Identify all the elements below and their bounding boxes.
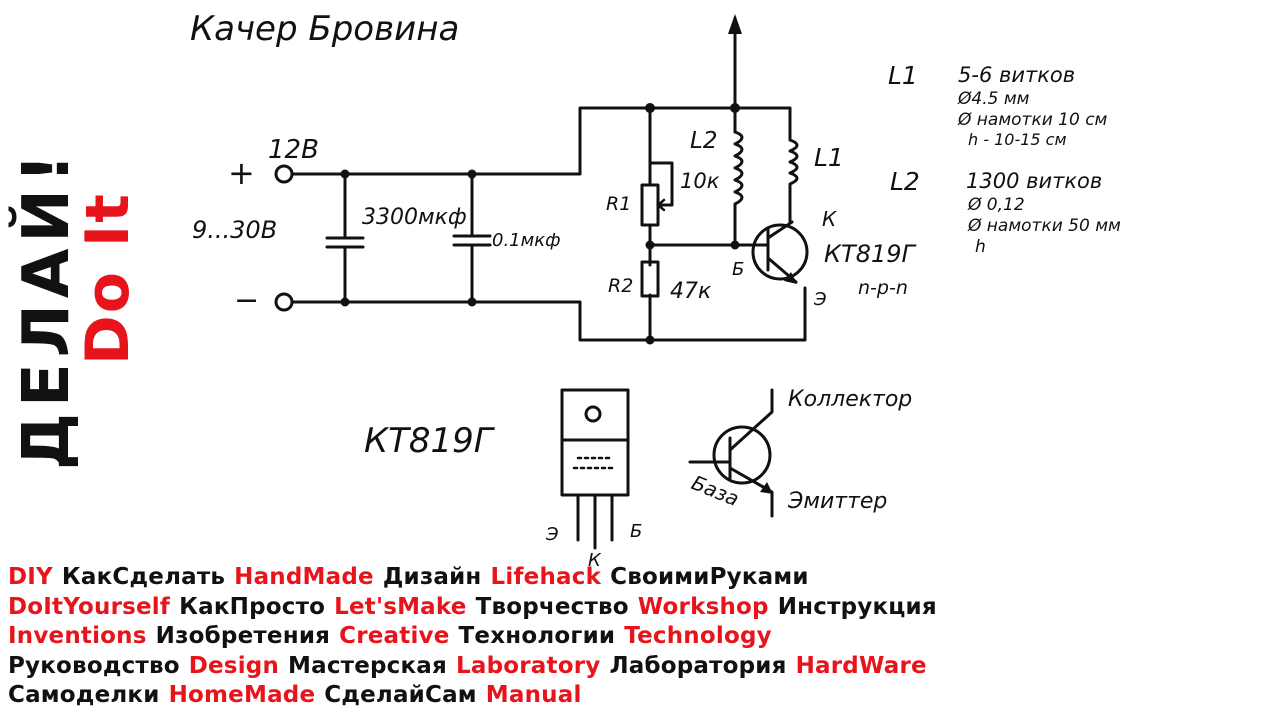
l1-spec: L1 5-6 витков Ø4.5 мм Ø намотки 10 см h … [888,61,1108,149]
tag-line: Руководство Design Мастерская Laboratory Лаб… [8,652,1278,682]
pinout-collector-label: Коллектор [788,387,912,412]
r1-value: 10к [680,169,720,193]
l2-spec-line1: 1300 витков [966,169,1102,193]
r2-value: 47к [670,279,712,304]
diagram-title: Качер Бровина [190,9,459,49]
pinout-emitter-label: Эмиттер [787,489,887,514]
tag-line: DIY КакСделать HandMade Дизайн Lifehack Своим… [8,563,1278,593]
tag-item: HomeMade [168,682,316,709]
c1-label: 3300мкф [362,205,467,230]
r1-label: R1 [606,193,631,215]
supply-range-label: 9...30В [192,216,277,244]
transistor-symbol [748,220,809,284]
c2-label: 0.1мкф [492,230,560,251]
tag-line: Самоделки HomeMade СделайСам Manual [8,681,1278,711]
tag-item: Workshop [637,593,769,620]
tag-item: DIY [8,564,53,590]
tag-item: Inventions [8,623,147,650]
l2-label: L2 [690,128,717,154]
brand-vertical: ДЕЛАЙ! Do It [8,148,130,470]
l1-spec-line2: Ø4.5 мм [957,89,1030,109]
hashtag-cloud: DIY КакСделать HandMade Дизайн Lifehack Своим… [8,563,1278,711]
tag-item: Мастерская [288,652,447,679]
l2-spec-line2: Ø 0,12 [967,195,1025,215]
tag-item: Design [188,652,280,679]
tag-item: HandMade [234,564,374,590]
transistor-package [560,388,630,550]
minus-label: − [234,283,259,318]
tag-item: Лаборатория [609,652,787,679]
plus-label: + [228,154,255,192]
transistor-model-label: КТ819Г [824,240,917,268]
emitter-e-label: Э [813,289,827,310]
l1-spec-line3: Ø намотки 10 см [957,110,1108,130]
collector-k-label: К [822,207,837,231]
l1-label: L1 [814,143,844,172]
base-b-label: Б [732,259,744,280]
brand-en-text: Do It [73,192,130,365]
tag-item: DoItYourself [8,593,171,620]
package-pin-k: К [588,550,602,571]
tag-item: Дизайн [382,564,482,590]
tag-item: Самоделки [8,682,160,709]
package-pin-b: Б [630,521,642,542]
package-pin-e: Э [545,524,559,545]
tag-item: Let'sMake [334,593,467,620]
tag-item: HardWare [795,652,927,679]
tag-item: Manual [485,682,582,709]
l2-spec-name: L2 [890,167,920,196]
l1-spec-line4: h - 10-15 см [968,130,1067,149]
tag-line: Inventions Изобретения Creative Технологии T… [8,622,1278,652]
tag-line: DoItYourself КакПросто Let'sMake Творчество… [8,593,1278,623]
tag-item: КакПросто [179,593,326,620]
plus-terminal [274,164,294,184]
tag-item: СделайСам [324,682,477,709]
r2-label: R2 [608,275,633,297]
tag-item: Технологии [458,623,616,650]
l1-spec-name: L1 [888,61,918,90]
tag-item: Творчество [475,593,629,620]
l2-spec: L2 1300 витков Ø 0,12 Ø намотки 50 мм h [890,167,1121,257]
tag-item: Lifehack [490,564,602,590]
minus-terminal [274,292,294,312]
l1-spec-line1: 5-6 витков [958,63,1075,87]
transistor-type-label: n-p-n [858,277,908,299]
tag-item: Инструкция [777,593,937,620]
pinout-symbol [688,388,774,518]
tag-item: КакСделать [61,564,226,590]
tag-item: Изобретения [155,623,331,650]
supply-wires [290,14,807,342]
supply-voltage-label: 12В [268,135,319,165]
tag-item: Technology [624,623,772,650]
tag-item: СвоимиРуками [610,564,809,590]
package-model-label: КТ819Г [364,421,496,461]
pinout-base-label: База [688,470,742,511]
brand-ru-text: ДЕЛАЙ! [8,148,84,470]
tag-item: Laboratory [456,652,601,679]
tag-item: Руководство [8,652,180,679]
l2-spec-line4: h [975,237,986,257]
junction-dots [340,103,740,345]
tag-item: Creative [339,623,450,650]
l2-spec-line3: Ø намотки 50 мм [967,216,1121,236]
